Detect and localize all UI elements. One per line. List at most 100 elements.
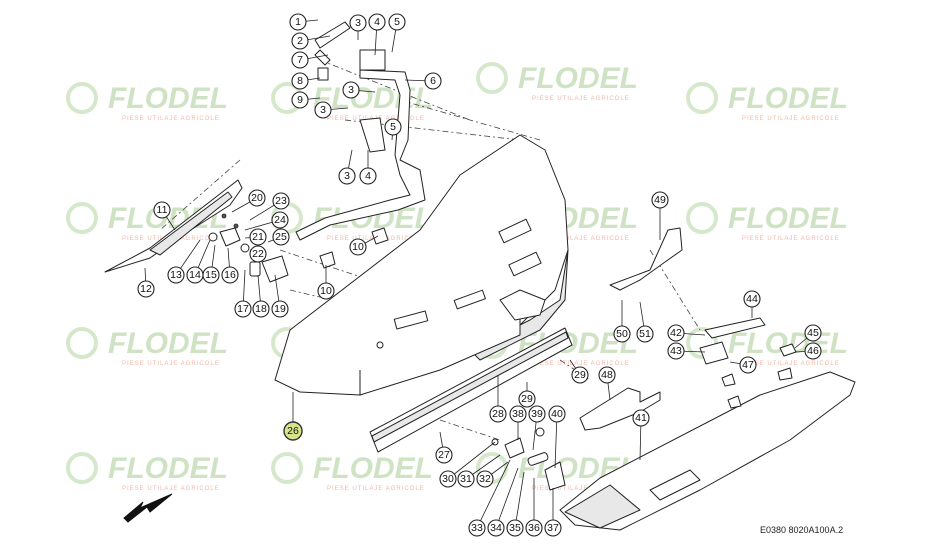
part-callout-4: 4: [368, 13, 386, 31]
part-number: 34: [490, 522, 502, 534]
part-callout-17: 17: [234, 300, 252, 318]
part-callout-46: 46: [804, 342, 822, 360]
gear-icon: [66, 82, 98, 114]
part-number: 3: [344, 170, 350, 182]
watermark-tagline: PIESE UTILAJE AGRICOLE: [742, 361, 840, 367]
part-callout-35: 35: [506, 519, 524, 537]
lower-cover-41: [559, 371, 856, 531]
watermark-brand: FLODEL: [313, 452, 433, 485]
gear-icon: [66, 452, 98, 484]
leader-line: [495, 467, 519, 529]
watermark-brand: FLODEL: [518, 62, 638, 95]
direction-arrow-icon: [123, 493, 173, 523]
part-number: 5: [394, 16, 400, 28]
part-callout-25: 25: [272, 228, 290, 246]
part-callout-21: 21: [249, 228, 267, 246]
part-number: 41: [635, 412, 647, 424]
part-number: 27: [438, 449, 450, 461]
part-number: 18: [255, 303, 267, 315]
part-number: 2: [297, 35, 303, 47]
part-callout-29: 29: [518, 390, 536, 408]
part-number: 15: [205, 269, 217, 281]
rubber-blocks-10: [319, 227, 389, 269]
part-callout-3: 3: [342, 81, 360, 99]
gear-icon: [686, 82, 718, 114]
leader-line: [476, 459, 511, 529]
part-callout-3: 3: [349, 14, 367, 32]
part-number: 31: [460, 473, 472, 485]
watermark-tagline: PIESE UTILAJE AGRICOLE: [742, 116, 840, 122]
part-number: 43: [670, 345, 682, 357]
part-callout-2: 2: [291, 32, 309, 50]
part-number: 47: [742, 359, 754, 371]
gear-icon: [271, 452, 303, 484]
part-number: 22: [252, 248, 264, 260]
watermark-tagline: PIESE UTILAJE AGRICOLE: [122, 116, 220, 122]
part-number: 28: [492, 408, 504, 420]
part-number: 35: [509, 522, 521, 534]
watermark-brand: FLODEL: [728, 202, 848, 235]
part-callout-5: 5: [388, 13, 406, 31]
watermark-tagline: PIESE UTILAJE AGRICOLE: [122, 361, 220, 367]
part-callout-39: 39: [528, 405, 546, 423]
part-number: 51: [639, 328, 651, 340]
part-callout-6: 6: [424, 72, 442, 90]
part-number: 25: [275, 231, 287, 243]
part-number: 42: [670, 327, 682, 339]
clips-45-47: [721, 343, 797, 409]
gear-icon: [686, 202, 718, 234]
part-number: 23: [275, 195, 287, 207]
part-number: 39: [531, 408, 543, 420]
part-callout-44: 44: [743, 290, 761, 308]
watermark-tagline: PIESE UTILAJE AGRICOLE: [327, 486, 425, 492]
hardware-13-25: [208, 213, 289, 283]
part-number: 26: [287, 425, 299, 437]
part-number: 14: [189, 269, 201, 281]
part-callout-23: 23: [272, 192, 290, 210]
part-callout-32: 32: [476, 470, 494, 488]
part-callout-18: 18: [252, 300, 270, 318]
part-number: 9: [297, 94, 303, 106]
part-callout-16: 16: [221, 266, 239, 284]
part-callout-49: 49: [651, 191, 669, 209]
part-callout-5: 5: [384, 118, 402, 136]
top-hinge: [314, 21, 351, 81]
part-number: 4: [365, 170, 371, 182]
blade-11: [104, 179, 243, 273]
leader-line: [554, 413, 558, 469]
part-callout-50: 50: [613, 325, 631, 343]
part-number: 10: [352, 241, 364, 253]
part-number: 40: [551, 408, 563, 420]
watermark-brand: FLODEL: [728, 82, 848, 115]
part-number: 37: [547, 522, 559, 534]
part-number: 7: [297, 54, 303, 66]
part-number: 16: [224, 269, 236, 281]
part-callout-11: 11: [153, 201, 171, 219]
part-number: 19: [274, 303, 286, 315]
part-number: 12: [140, 283, 152, 295]
part-callout-42: 42: [667, 324, 685, 342]
part-callout-12: 12: [137, 280, 155, 298]
part-number: 8: [297, 75, 303, 87]
part-callout-33: 33: [468, 519, 486, 537]
part-callout-30: 30: [439, 470, 457, 488]
gear-icon: [476, 62, 508, 94]
part-number: 3: [355, 17, 361, 29]
part-number: 17: [237, 303, 249, 315]
part-callout-31: 31: [457, 470, 475, 488]
part-callout-19: 19: [271, 300, 289, 318]
watermark-brand: FLODEL: [108, 452, 228, 485]
part-number: 33: [471, 522, 483, 534]
part-callout-38: 38: [509, 405, 527, 423]
part-number: 32: [479, 473, 491, 485]
part-number: 45: [807, 327, 819, 339]
gear-icon: [686, 327, 718, 359]
